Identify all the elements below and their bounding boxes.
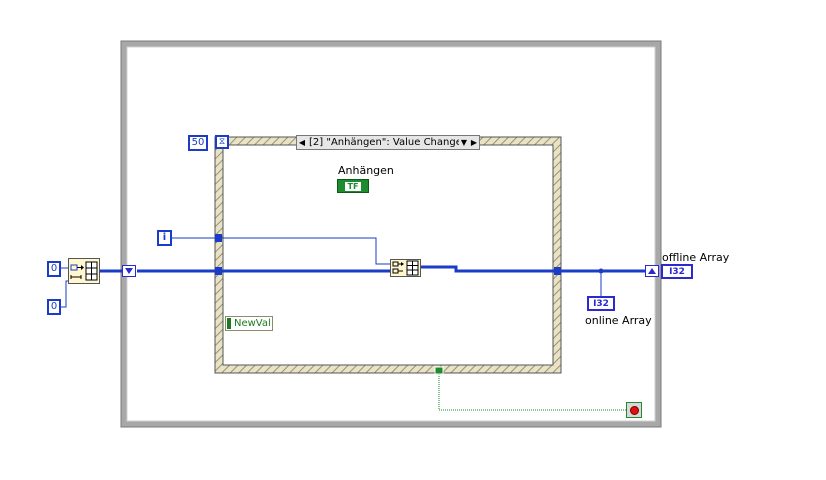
boolean-label: Anhängen — [338, 164, 394, 177]
initialize-array-node[interactable] — [68, 258, 100, 284]
event-case-selector[interactable]: ◀ [2] "Anhängen": Value Change ▼ ▶ — [296, 135, 480, 150]
offline-array-type: I32 — [669, 267, 685, 277]
shift-up-icon — [648, 268, 656, 274]
online-array-label: online Array — [585, 314, 652, 327]
selector-index: [2] — [309, 137, 324, 148]
while-loop-frame[interactable] — [121, 41, 661, 427]
prev-case-icon[interactable]: ◀ — [298, 138, 306, 147]
offline-array-indicator[interactable]: I32 — [661, 264, 693, 279]
stop-icon — [629, 405, 639, 415]
online-array-indicator[interactable]: I32 — [587, 296, 615, 311]
hourglass-icon[interactable]: ⧖ — [215, 135, 229, 149]
replace-array-subset-icon — [392, 260, 419, 276]
iteration-terminal[interactable]: i — [157, 230, 172, 246]
bottom-zero-constant[interactable]: 0 — [47, 299, 61, 315]
boolean-control[interactable]: TF — [337, 179, 369, 193]
event-structure-frame[interactable] — [214, 136, 562, 374]
replace-array-subset-node[interactable] — [390, 259, 421, 277]
selector-text: [2] "Anhängen": Value Change — [307, 137, 459, 148]
selector-label: "Anhängen": Value Change — [326, 137, 459, 148]
right-shift-register[interactable] — [645, 265, 659, 277]
case-dropdown-icon[interactable]: ▼ — [460, 138, 468, 147]
timeout-constant[interactable]: 50 — [188, 135, 208, 151]
array-in-tunnel[interactable] — [215, 267, 222, 275]
initialize-array-icon — [70, 261, 98, 281]
array-out-tunnel[interactable] — [554, 267, 561, 275]
next-case-icon[interactable]: ▶ — [470, 138, 478, 147]
stop-tunnel[interactable] — [434, 366, 444, 375]
top-zero-constant[interactable]: 0 — [47, 261, 61, 277]
shift-down-icon — [125, 268, 133, 274]
boolean-type: TF — [344, 181, 362, 191]
online-array-type: I32 — [593, 299, 609, 309]
left-shift-register[interactable] — [122, 265, 136, 277]
newval-terminal[interactable]: NewVal — [225, 316, 273, 331]
loop-stop-terminal[interactable] — [626, 402, 642, 418]
offline-array-label: offline Array — [662, 251, 730, 264]
iteration-tunnel[interactable] — [215, 234, 222, 242]
